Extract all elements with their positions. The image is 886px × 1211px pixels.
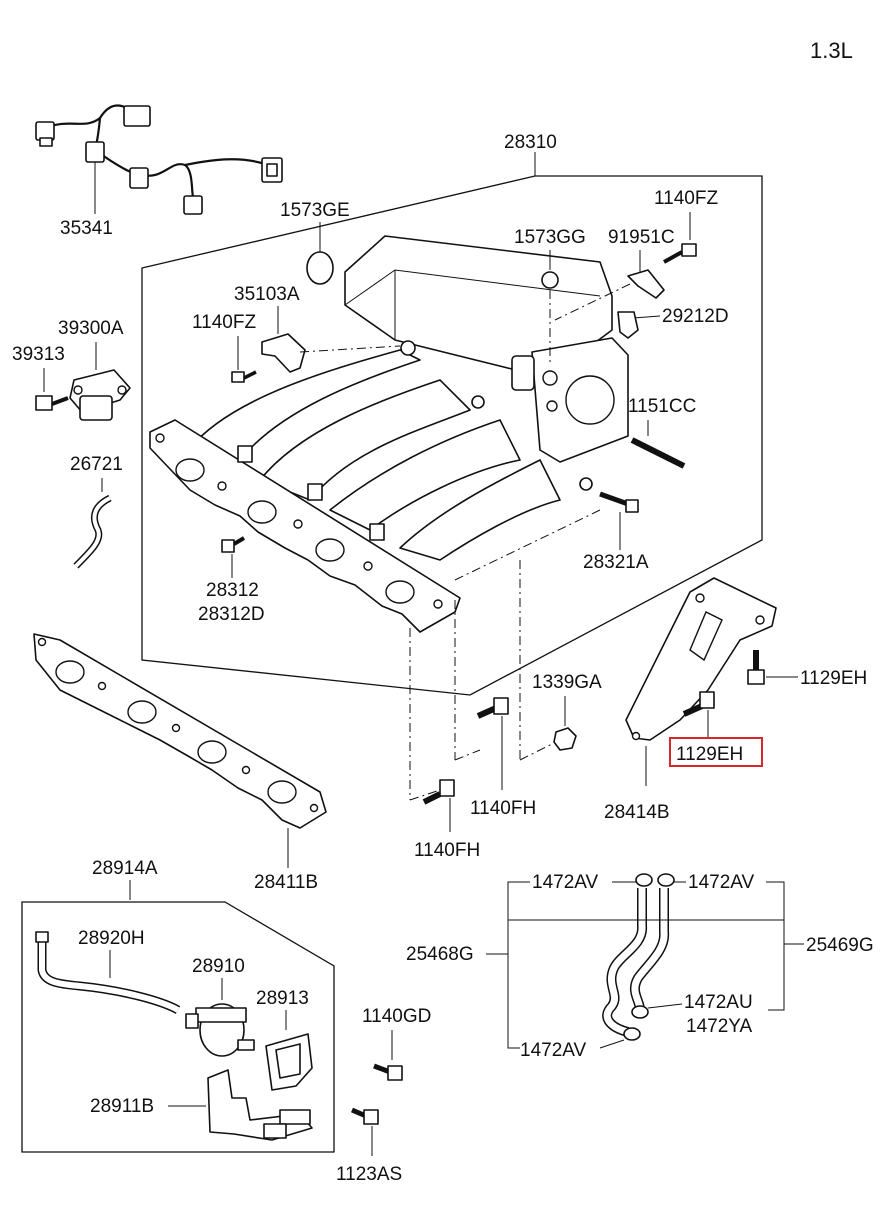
leader-1472AU <box>647 1003 683 1009</box>
leader-1472AV-c <box>599 1039 625 1049</box>
bolt-1140FZ-top-part[interactable] <box>663 243 697 264</box>
part-label-1573GE[interactable]: 1573GE <box>280 200 350 221</box>
part-label-28910[interactable]: 28910 <box>192 956 245 977</box>
part-label-1140GD[interactable]: 1140GD <box>362 1006 431 1027</box>
hoses-25468G-25469G-part[interactable] <box>602 888 670 1037</box>
part-label-1129EH-boxed[interactable]: 1129EH <box>676 744 743 765</box>
hose-26721-part[interactable] <box>73 494 112 569</box>
oring-1573GG-part[interactable] <box>541 271 559 289</box>
part-label-1472YA[interactable]: 1472YA <box>686 1016 753 1037</box>
part-label-1140FH-a[interactable]: 1140FH <box>470 798 536 819</box>
part-label-25469G[interactable]: 25469G <box>806 935 874 956</box>
part-label-28914A[interactable]: 28914A <box>92 858 158 879</box>
bolt-1129EH-boxed-part[interactable] <box>682 691 715 717</box>
part-label-1123AS[interactable]: 1123AS <box>336 1164 402 1185</box>
part-label-26721[interactable]: 26721 <box>70 454 123 475</box>
part-label-35103A[interactable]: 35103A <box>234 284 300 305</box>
bolt-39313-part[interactable] <box>35 395 69 411</box>
bracket-line-25468G <box>507 881 530 1049</box>
part-label-25468G[interactable]: 25468G <box>406 944 474 965</box>
axis-91951C <box>554 283 631 321</box>
bolt-1129EH-right-part[interactable] <box>747 650 765 685</box>
part-label-28920H[interactable]: 28920H <box>78 928 145 949</box>
part-label-28310[interactable]: 28310 <box>504 132 557 153</box>
part-label-28913[interactable]: 28913 <box>256 988 309 1009</box>
solenoid-28910-part[interactable] <box>185 1003 255 1057</box>
part-label-28312[interactable]: 28312 <box>206 580 259 601</box>
stud-1151CC-part[interactable] <box>630 437 686 469</box>
oring-1573GE-part[interactable] <box>306 251 334 285</box>
intake-manifold-part[interactable] <box>149 235 629 633</box>
part-label-1573GG[interactable]: 1573GG <box>514 227 586 248</box>
bolt-1140FH-a-part[interactable] <box>476 697 509 719</box>
gasket-28411B-part[interactable] <box>33 633 327 829</box>
part-label-91951C[interactable]: 91951C <box>608 227 675 248</box>
axis-mount-b2 <box>454 749 481 761</box>
part-label-1140FZ-left[interactable]: 1140FZ <box>192 312 256 333</box>
part-label-39300A[interactable]: 39300A <box>58 318 124 339</box>
axis-mount-a2 <box>409 789 441 801</box>
part-label-1472AV-c[interactable]: 1472AV <box>520 1040 587 1061</box>
bolt-28321A-part[interactable] <box>599 491 639 513</box>
axis-mount-d <box>454 509 601 581</box>
bolt-1140FZ-left-part[interactable] <box>231 370 257 383</box>
bolt-1140FH-b-part[interactable] <box>422 779 455 805</box>
fitting-29212D-part[interactable] <box>617 311 639 339</box>
part-label-1472AU[interactable]: 1472AU <box>684 992 753 1013</box>
part-label-28411B[interactable]: 28411B <box>254 872 318 893</box>
part-label-28911B[interactable]: 28911B <box>90 1096 154 1117</box>
part-label-1140FH-b[interactable]: 1140FH <box>414 840 480 861</box>
bolt-1140GD-part[interactable] <box>373 1063 403 1081</box>
bracket-line-25469G <box>766 881 785 1011</box>
hose-28920H-part[interactable] <box>35 931 181 1014</box>
part-label-35341[interactable]: 35341 <box>60 218 113 239</box>
part-label-1151CC[interactable]: 1151CC <box>628 396 696 417</box>
part-label-1140FZ-top[interactable]: 1140FZ <box>654 188 718 209</box>
bolt-1123AS-part[interactable] <box>351 1107 379 1125</box>
part-label-1472AV-a[interactable]: 1472AV <box>532 872 599 893</box>
engine-size-label: 1.3L <box>810 38 853 63</box>
clamps-1472AU-part[interactable] <box>623 1005 649 1041</box>
bracket-28911B-part[interactable] <box>207 1069 313 1141</box>
leader-29212D <box>633 315 661 319</box>
part-label-29212D[interactable]: 29212D <box>662 306 729 327</box>
clamps-1472AV-top-part[interactable] <box>635 873 675 887</box>
part-label-1472AV-b[interactable]: 1472AV <box>688 872 755 893</box>
solenoid-assembly-outline <box>21 901 335 1153</box>
part-label-28321A[interactable]: 28321A <box>583 552 649 573</box>
bracket-28414B-part[interactable] <box>625 577 777 741</box>
highlight-box-1129EH <box>669 737 763 767</box>
axis-35103A <box>299 345 401 353</box>
part-label-28414B[interactable]: 28414B <box>604 802 670 823</box>
nut-28312-part[interactable] <box>221 536 246 553</box>
part-label-1339GA[interactable]: 1339GA <box>532 672 602 693</box>
nut-1339GA-part[interactable] <box>553 727 577 751</box>
bracket-35103A-part[interactable] <box>261 333 306 373</box>
sensor-39300A-part[interactable] <box>69 369 131 421</box>
part-label-28312D[interactable]: 28312D <box>198 604 265 625</box>
part-label-39313[interactable]: 39313 <box>12 344 65 365</box>
axis-mount-c2 <box>519 741 557 761</box>
wiring-harness-part[interactable] <box>35 104 283 215</box>
part-label-1129EH-right[interactable]: 1129EH <box>800 668 867 689</box>
clip-28913-part[interactable] <box>265 1033 313 1091</box>
bracket-91951C-part[interactable] <box>627 269 665 299</box>
